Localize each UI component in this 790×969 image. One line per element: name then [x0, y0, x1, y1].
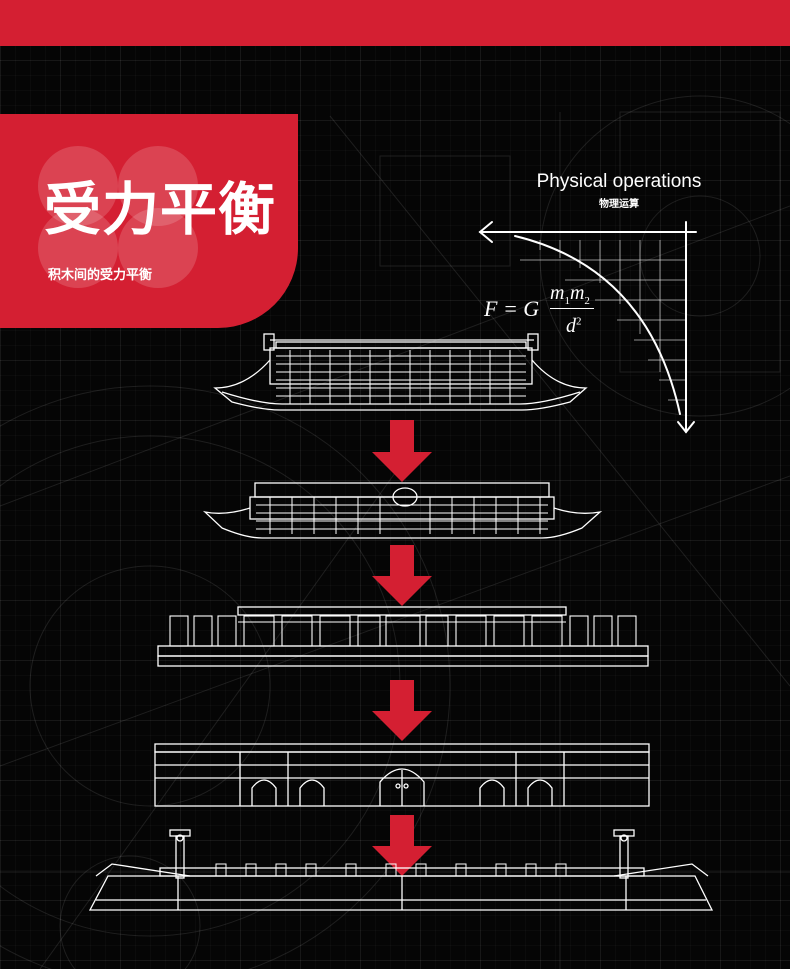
arrow-down-icon: [372, 815, 432, 876]
formula-m1-sub: 1: [564, 295, 570, 307]
arrow-down-icon: [372, 680, 432, 741]
formula-lhs: F = G: [484, 296, 540, 321]
gate-wall-icon: [154, 743, 650, 807]
formula-m2: m: [569, 282, 585, 304]
formula-m1: m: [550, 282, 565, 304]
top-accent-bar: [0, 0, 790, 46]
colonnade-icon: [157, 606, 649, 667]
formula-denominator: d2: [566, 315, 582, 338]
page-subtitle: 积木间的受力平衡: [48, 268, 153, 283]
physics-label-en: Physical operations: [536, 171, 702, 192]
arrow-down-icon: [372, 545, 432, 606]
title-block: 受力平衡 积木间的受力平衡: [0, 114, 298, 328]
assembly-diagram: [88, 333, 714, 911]
page-title: 受力平衡: [44, 177, 276, 243]
formula-d-sup: 2: [576, 315, 582, 328]
base-platform-icon: [88, 829, 714, 911]
physics-label-cn: 物理运算: [599, 199, 639, 210]
formula-fraction-bar: [550, 308, 594, 309]
force-curve-diagram: [478, 221, 697, 434]
lower-roof-icon: [202, 482, 603, 539]
formula-numerator: m1m2: [550, 282, 590, 307]
upper-roof-icon: [213, 333, 588, 411]
arrow-down-icon: [372, 420, 432, 482]
formula-d: d: [566, 315, 576, 337]
title-background: [0, 114, 298, 328]
formula-m2-sub: 2: [584, 295, 590, 307]
